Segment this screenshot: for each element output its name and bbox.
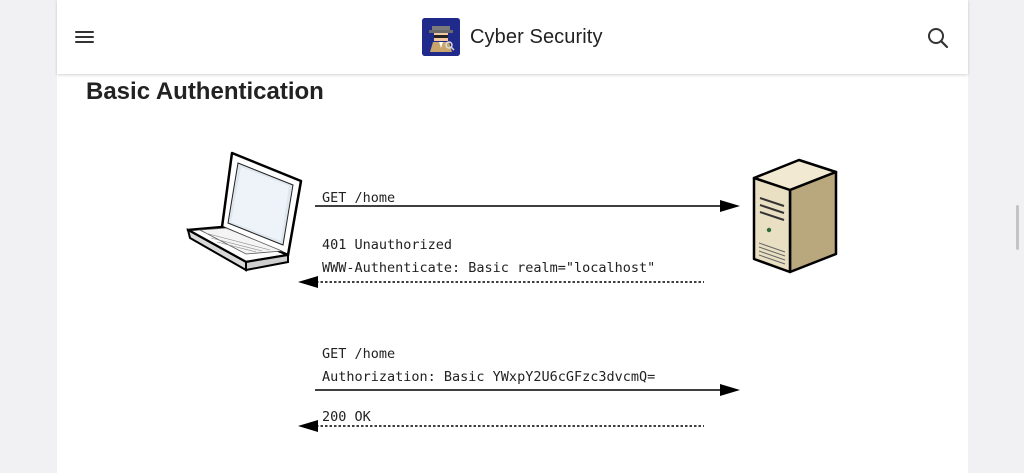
message-text: Authorization: Basic YWxpY2U6cGFzc3dvcmQ… [322, 369, 655, 385]
message-401-response: 401 Unauthorized WWW-Authenticate: Basic… [298, 237, 704, 288]
hamburger-menu-icon[interactable] [73, 25, 97, 49]
message-text: 200 OK [322, 409, 372, 425]
message-text: GET /home [322, 346, 395, 362]
brand[interactable]: Cyber Security [422, 18, 603, 56]
message-authorized-request: GET /home Authorization: Basic YWxpY2U6c… [315, 346, 740, 396]
server-tower-icon [752, 158, 838, 274]
message-text: WWW-Authenticate: Basic realm="localhost… [322, 260, 655, 276]
message-200-response: 200 OK [298, 409, 704, 432]
search-icon[interactable] [926, 26, 950, 50]
message-text: 401 Unauthorized [322, 237, 452, 253]
laptop-icon [186, 151, 303, 272]
spy-detective-logo [422, 18, 460, 56]
app-bar: Cyber Security [57, 0, 968, 74]
scrollbar-thumb[interactable] [1016, 205, 1019, 250]
message-get-home-request: GET /home [315, 190, 740, 212]
message-text: GET /home [322, 190, 395, 206]
app-title: Cyber Security [470, 25, 603, 48]
article-title: Basic Authentication [86, 78, 324, 105]
